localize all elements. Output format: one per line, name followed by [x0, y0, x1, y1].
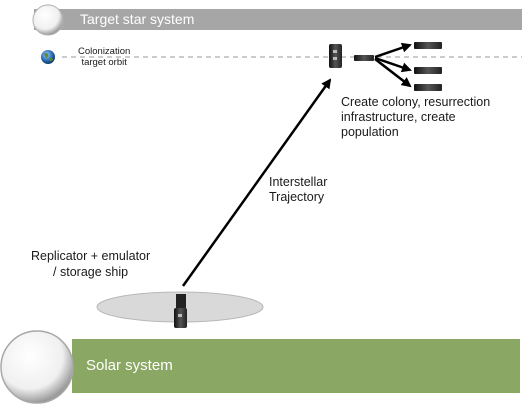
colony-caption-line: population	[341, 125, 399, 139]
colony-caption-line: infrastructure, create	[341, 110, 456, 124]
ship-label-line: / storage ship	[53, 265, 129, 279]
ship-label: Replicator + emulator / storage ship	[31, 248, 150, 280]
spawn-arrow-up	[374, 42, 412, 59]
trajectory-label-line: Interstellar	[269, 175, 328, 189]
interstellar-trajectory-arrow	[181, 78, 332, 287]
solar-system-bar	[72, 339, 520, 393]
colony-caption-line: Create colony, resurrection	[341, 95, 491, 109]
solar-system-label: Solar system	[86, 357, 173, 374]
earth-icon	[41, 50, 55, 64]
target-system-bar	[34, 9, 522, 30]
colony-unit-icon	[414, 42, 442, 49]
colony-ship-icon	[329, 44, 342, 68]
colony-unit-icon	[414, 67, 442, 74]
trajectory-label-line: Trajectory	[269, 190, 325, 204]
colony-caption: Create colony, resurrection infrastructu…	[341, 95, 490, 140]
colonization-orbit-label: Colonization target orbit	[78, 46, 130, 68]
target-system-label: Target star system	[80, 11, 195, 27]
spawn-arrow-down	[374, 58, 412, 88]
orbit-label-line: Colonization	[78, 46, 131, 57]
replicator-ship-icon	[174, 294, 187, 328]
spawn-arrow-mid	[374, 56, 412, 73]
replicator-unit-icon	[354, 55, 374, 61]
orbit-label-line: target orbit	[81, 57, 127, 68]
target-star-icon	[32, 4, 64, 36]
sun-icon	[0, 330, 74, 404]
colony-unit-icon	[414, 84, 442, 91]
trajectory-label: Interstellar Trajectory	[269, 175, 327, 205]
ship-label-line: Replicator + emulator	[31, 249, 151, 263]
